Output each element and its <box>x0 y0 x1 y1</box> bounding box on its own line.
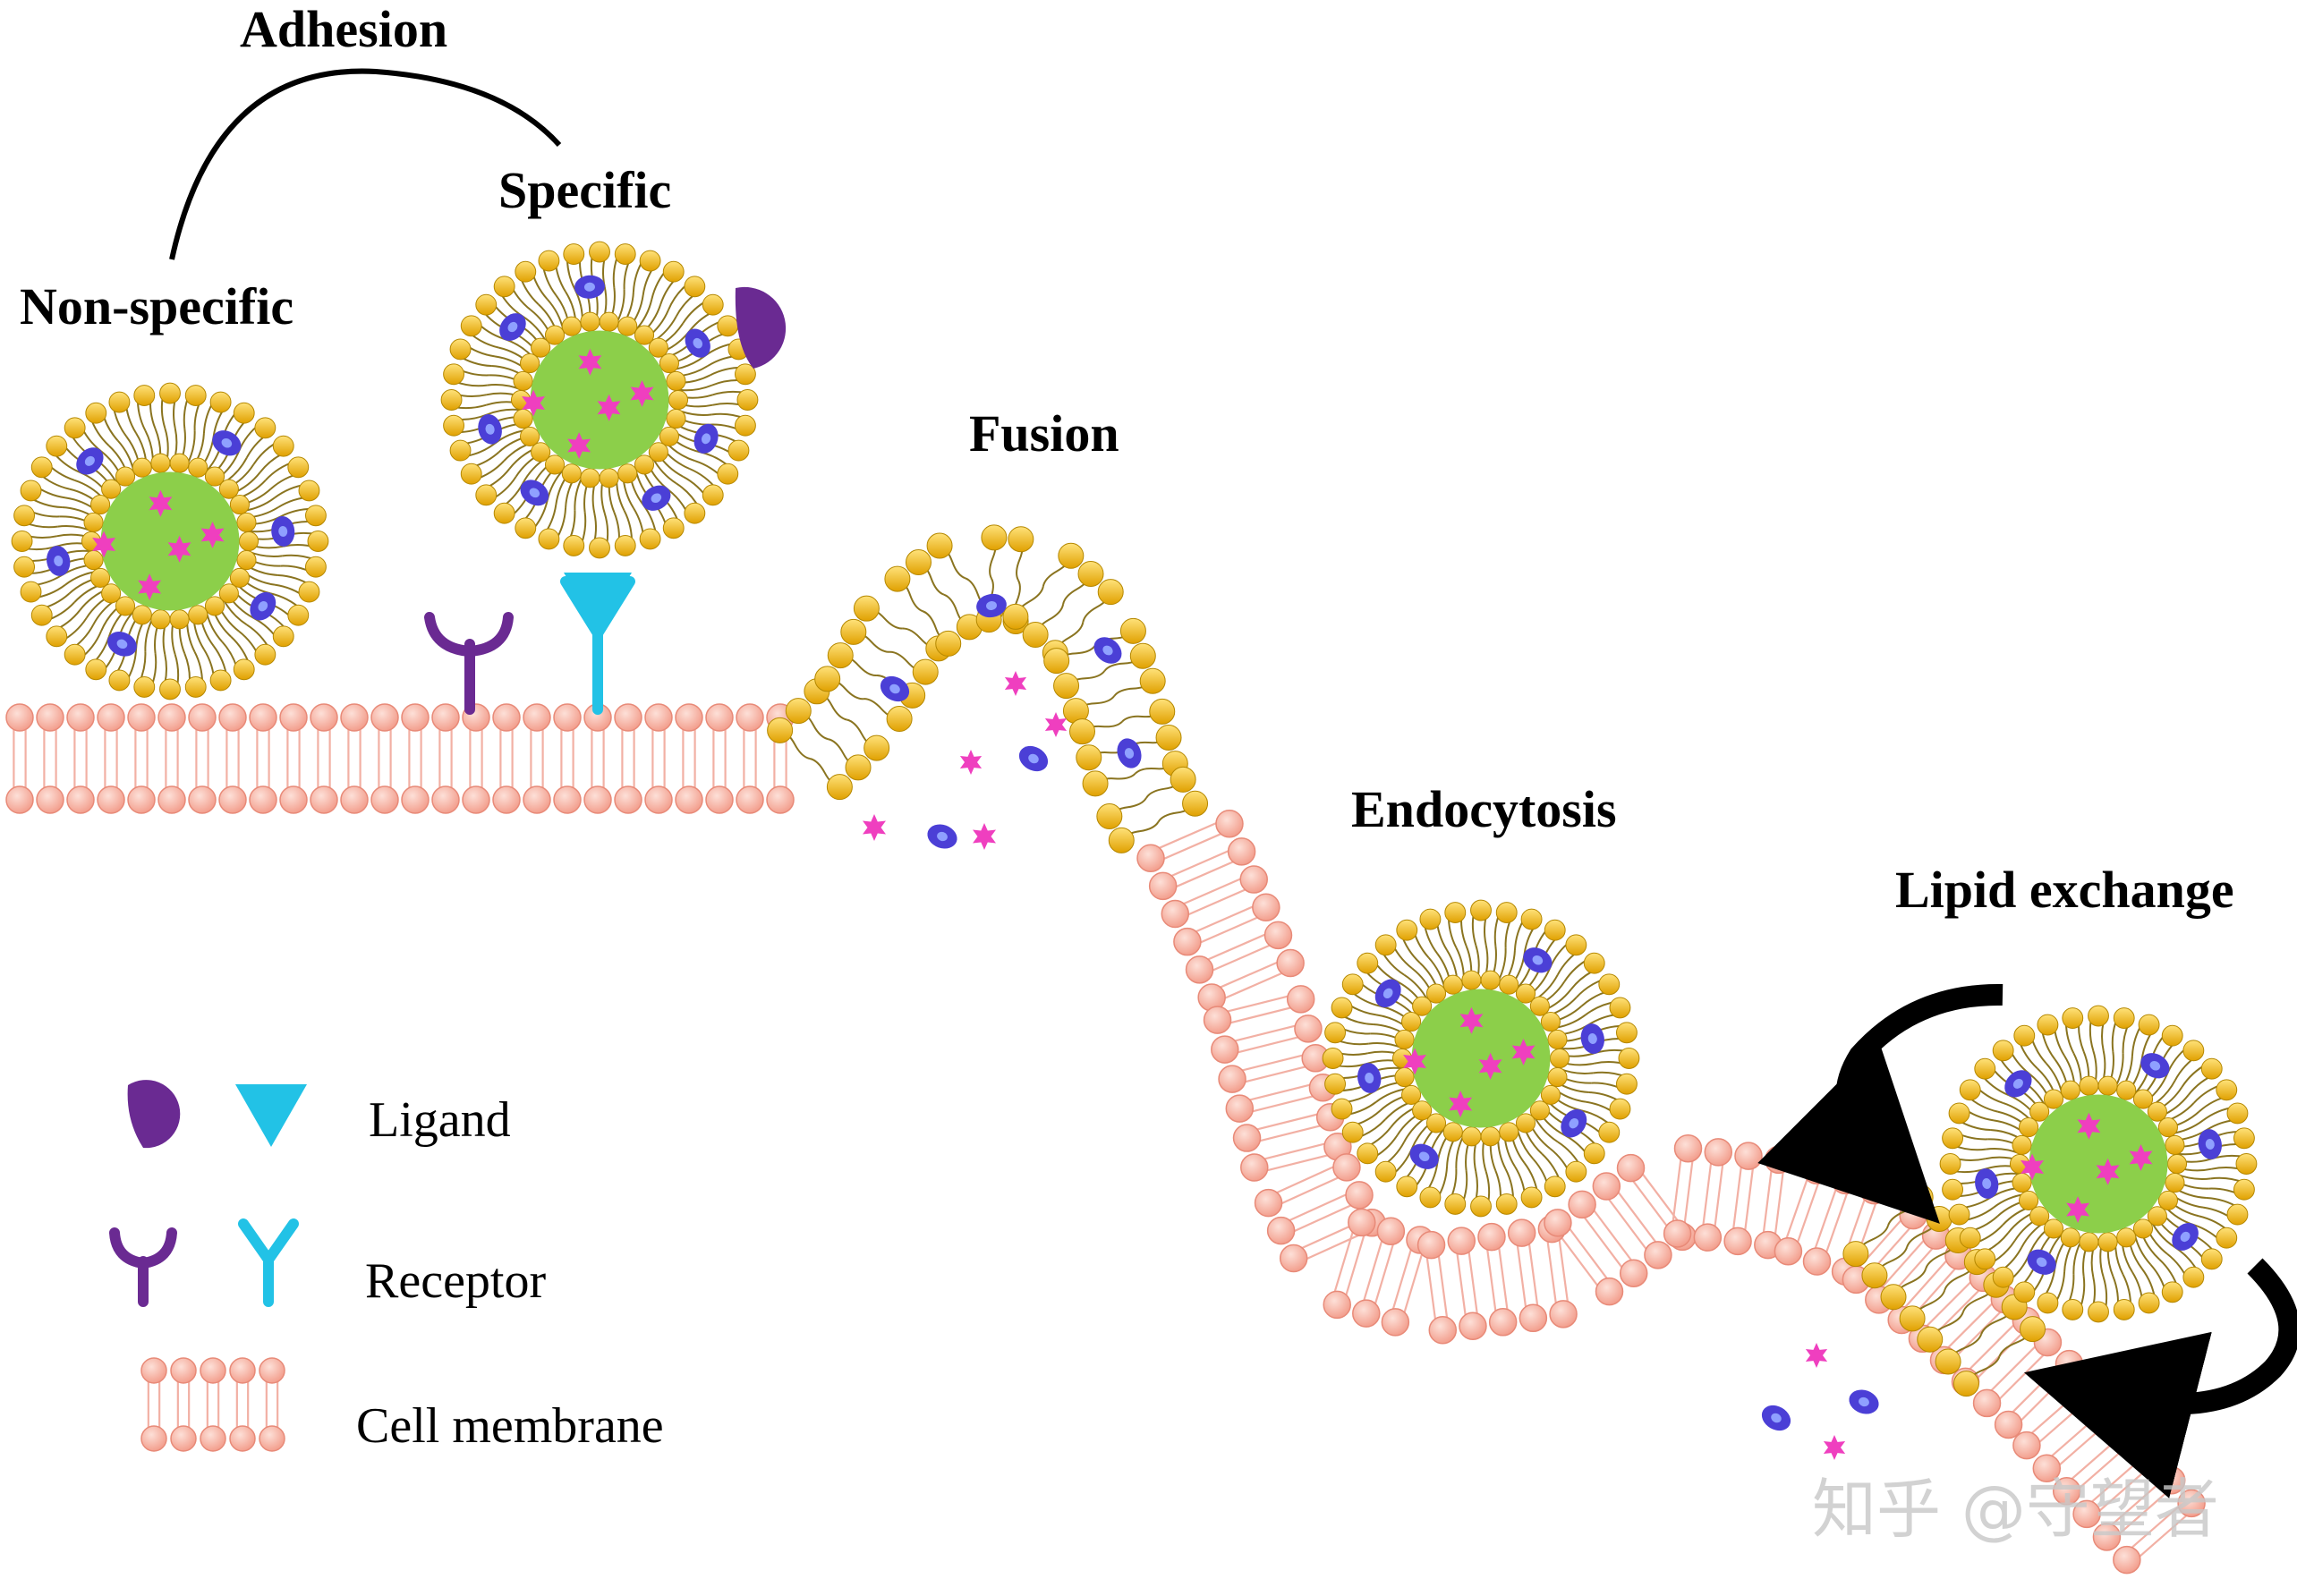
membrane-protein-icon <box>478 414 502 445</box>
legend-receptor-cyan-icon <box>238 1218 299 1307</box>
receptor-purple-icon <box>424 612 514 715</box>
label-specific: Specific <box>498 161 671 219</box>
drug-star-icon <box>1805 1343 1828 1368</box>
ligand-purple-icon <box>735 286 787 369</box>
membrane-protein-icon <box>1018 745 1049 772</box>
liposome-core <box>100 471 240 611</box>
drug-star-icon <box>1044 712 1068 737</box>
membrane-protein-icon <box>250 591 276 621</box>
membrane-protein-icon <box>642 485 671 511</box>
membrane-protein-icon <box>2172 1222 2199 1251</box>
membrane-protein-icon <box>2004 1070 2032 1098</box>
receptor-cyan-icon <box>560 576 635 715</box>
membrane-protein-icon <box>2027 1249 2056 1275</box>
label-lipid-exchange: Lipid exchange <box>1895 861 2234 919</box>
legend-label-cell-membrane: Cell membrane <box>356 1398 664 1454</box>
membrane-protein-icon <box>1975 1168 1999 1199</box>
drug-star-icon <box>522 389 545 417</box>
label-non-specific: Non-specific <box>20 277 294 335</box>
fusion-bilayer <box>767 524 1209 853</box>
drug-star-icon <box>1511 1039 1536 1065</box>
membrane-protein-icon <box>880 675 910 702</box>
drug-star-icon <box>1478 1052 1502 1080</box>
label-adhesion: Adhesion <box>240 0 447 58</box>
membrane-protein-icon <box>574 275 605 299</box>
drug-star-icon <box>2066 1196 2090 1223</box>
drug-star-icon <box>863 814 886 841</box>
membrane-protein-icon <box>2140 1053 2170 1079</box>
membrane-protein-icon <box>47 546 71 576</box>
drug-star-icon <box>167 535 191 563</box>
drug-star-icon <box>2129 1144 2153 1171</box>
label-endocytosis: Endocytosis <box>1351 780 1617 838</box>
drug-star-icon <box>2077 1112 2101 1140</box>
drug-star-icon <box>2021 1153 2044 1181</box>
drug-star-icon <box>1449 1091 1473 1117</box>
drug-star-icon <box>630 380 654 407</box>
membrane-protein-icon <box>76 447 104 475</box>
drug-star-icon <box>1459 1006 1484 1034</box>
cell-membrane <box>5 703 2206 1575</box>
label-fusion: Fusion <box>969 404 1119 463</box>
liposome-core <box>2029 1094 2168 1234</box>
membrane-protein-icon <box>499 313 526 342</box>
membrane-protein-icon <box>976 593 1007 618</box>
liposome-specific <box>440 241 759 559</box>
drug-star-icon <box>149 489 173 517</box>
exchange-arrow-bottom-icon <box>2023 1258 2297 1498</box>
legend-receptor-purple-icon <box>109 1227 177 1307</box>
membrane-protein-icon <box>1761 1405 1791 1431</box>
drug-star-icon <box>597 394 621 421</box>
liposome-core <box>530 330 669 470</box>
drug-star-icon <box>578 348 602 376</box>
membrane-protein-icon <box>1561 1108 1587 1138</box>
legend-ligand-cyan-icon <box>235 1084 307 1147</box>
drug-star-icon <box>567 432 591 459</box>
legend <box>109 1080 307 1452</box>
legend-cell-membrane-icon <box>140 1357 285 1452</box>
membrane-protein-icon <box>107 632 137 657</box>
membrane-protein-icon <box>693 423 719 454</box>
drug-star-icon <box>1823 1435 1846 1460</box>
released-contents <box>863 671 1879 1460</box>
legend-label-receptor: Receptor <box>365 1253 546 1309</box>
membrane-protein-icon <box>212 430 242 456</box>
membrane-protein-icon <box>520 480 549 506</box>
drug-star-icon <box>92 531 115 558</box>
watermark: 知乎 @守望者 <box>1812 1472 2219 1547</box>
drug-star-icon <box>959 750 983 775</box>
drug-star-icon <box>2096 1158 2120 1185</box>
exchange-arrow-top-icon <box>1757 983 2003 1224</box>
legend-ligand-purple-icon <box>127 1080 181 1149</box>
membrane-protein-icon <box>1849 1389 1879 1414</box>
drug-star-icon <box>200 522 225 548</box>
membrane-protein-icon <box>2198 1129 2222 1159</box>
liposome-lipid-exchange <box>1939 1005 2258 1323</box>
drug-star-icon <box>1403 1048 1426 1075</box>
drug-star-icon <box>1004 671 1027 696</box>
membrane-protein-icon <box>1523 947 1553 973</box>
membrane-protein-icon <box>1374 979 1401 1008</box>
drug-star-icon <box>138 573 162 600</box>
membrane-protein-icon <box>1580 1023 1604 1054</box>
adhesion-arc <box>169 68 562 260</box>
membrane-protein-icon <box>1117 738 1142 768</box>
liposome-core <box>1411 989 1551 1128</box>
membrane-protein-icon <box>927 824 957 849</box>
legend-label-ligand: Ligand <box>369 1092 511 1148</box>
liposomes <box>11 241 2258 1323</box>
drug-star-icon <box>973 823 996 850</box>
membrane-protein-icon <box>1357 1063 1382 1093</box>
ligand-cyan-icon <box>564 573 632 631</box>
liposome-non-specific <box>11 382 329 700</box>
liposome-endocytosis <box>1322 899 1640 1218</box>
membrane-protein-icon <box>1093 637 1122 664</box>
membrane-protein-icon <box>1409 1143 1439 1169</box>
membrane-protein-icon <box>685 328 710 358</box>
membrane-protein-icon <box>271 515 295 547</box>
